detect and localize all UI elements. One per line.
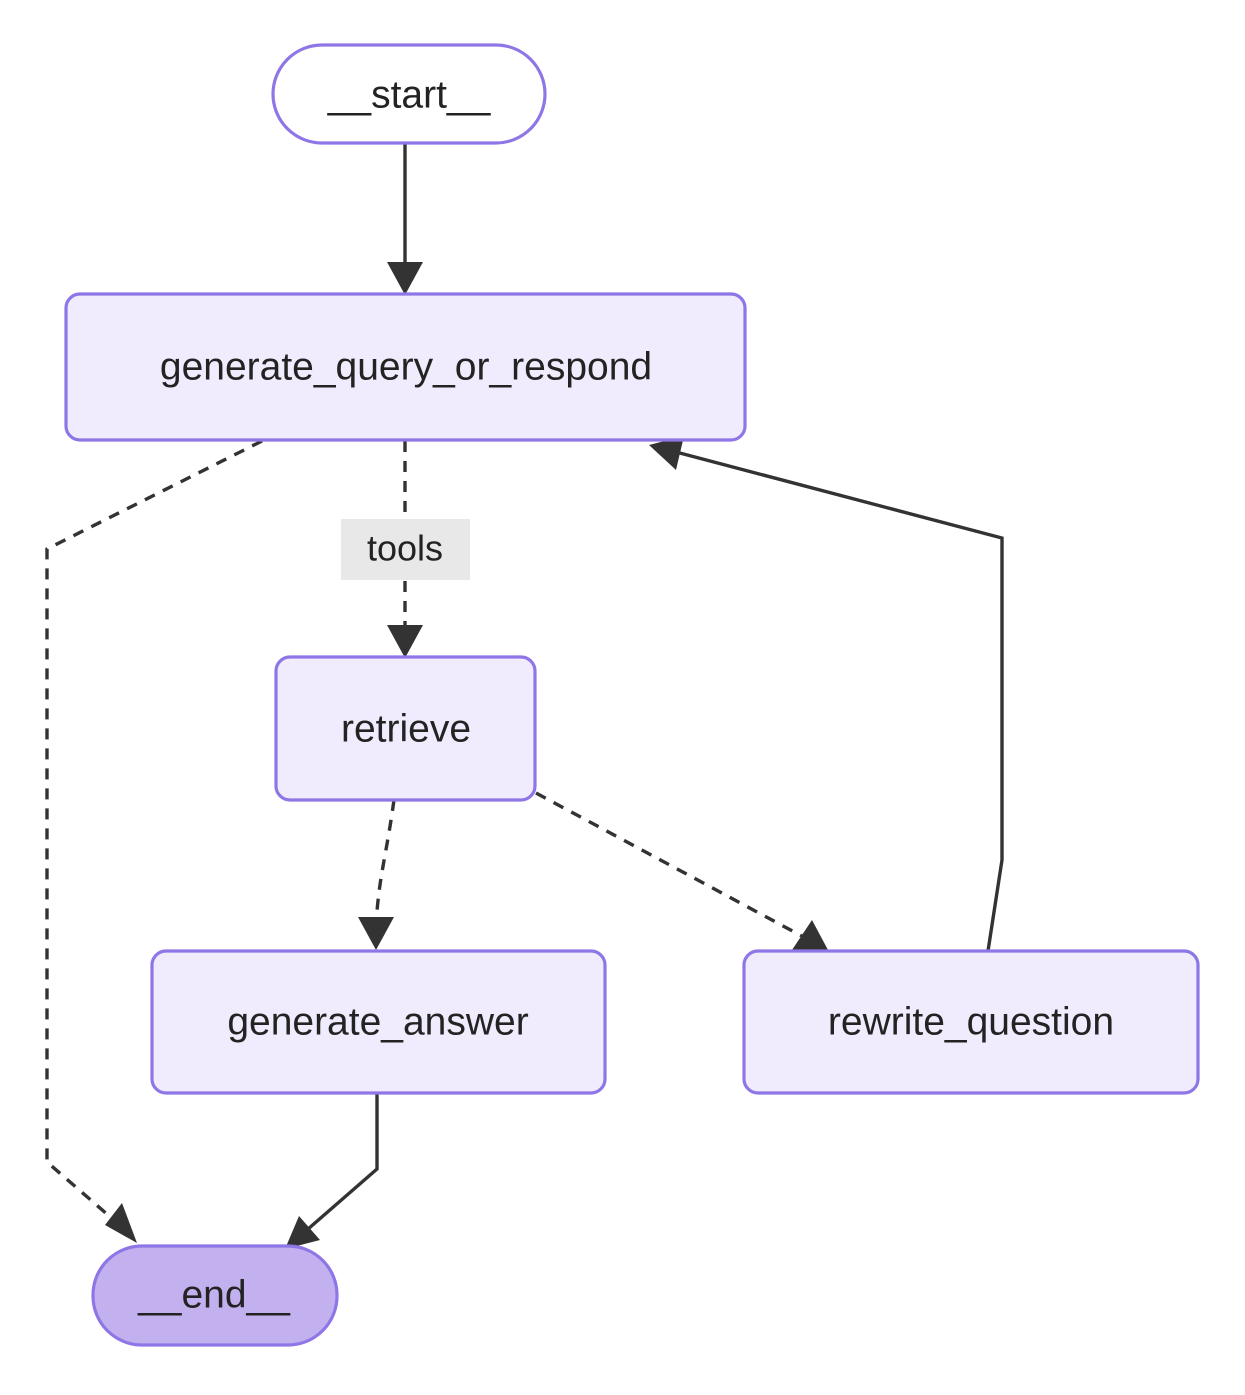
edge-start-to-generate-query-or-respond[interactable] (387, 143, 423, 295)
node-rewrite-question-label: rewrite_question (828, 1000, 1114, 1043)
edge-label-tools-bg (341, 519, 470, 580)
node-generate-query-or-respond[interactable]: generate_query_or_respond (64, 292, 747, 442)
arrowhead-icon (649, 436, 684, 470)
node-generate-answer-label: generate_answer (227, 1000, 528, 1043)
edge-labels-layer: tools (341, 519, 470, 580)
node-generate-query-or-respond-label: generate_query_or_respond (160, 345, 652, 388)
arrowhead-icon (285, 1216, 320, 1249)
edge-generate-answer-to-end[interactable] (285, 1093, 379, 1249)
arrowhead-icon (792, 920, 828, 950)
node-retrieve[interactable]: retrieve (274, 655, 537, 802)
nodes-layer: __start__ generate_query_or_respond retr… (64, 43, 1200, 1347)
edge-label-tools: tools (341, 519, 470, 580)
node-generate-answer-shape (150, 949, 607, 1095)
node-end-label: __end__ (137, 1273, 291, 1316)
edges-layer (45, 143, 1004, 1249)
arrowhead-icon (358, 917, 394, 950)
edge-retrieve-to-rewrite-question[interactable] (535, 791, 828, 950)
node-end-shape (91, 1244, 339, 1347)
edge-label-tools-text: tools (367, 528, 443, 569)
arrowhead-icon (105, 1203, 137, 1243)
arrowhead-icon (387, 625, 423, 658)
edge-rewrite-question-to-generate-query-or-respond[interactable] (649, 436, 1004, 952)
arrowhead-icon (387, 262, 423, 295)
edge-generate-query-or-respond-to-end[interactable] (45, 439, 263, 1243)
node-generate-answer[interactable]: generate_answer (150, 949, 607, 1095)
node-generate-query-or-respond-shape (64, 292, 747, 442)
node-end[interactable]: __end__ (91, 1244, 339, 1347)
node-start-label: __start__ (327, 73, 492, 116)
node-rewrite-question-shape (742, 949, 1200, 1095)
node-start-shape (271, 43, 547, 145)
node-rewrite-question[interactable]: rewrite_question (742, 949, 1200, 1095)
edge-retrieve-to-generate-answer[interactable] (358, 799, 396, 950)
node-retrieve-label: retrieve (341, 707, 471, 750)
node-retrieve-shape (274, 655, 537, 802)
node-start[interactable]: __start__ (271, 43, 547, 145)
edge-generate-query-or-respond-to-retrieve[interactable] (387, 441, 423, 658)
